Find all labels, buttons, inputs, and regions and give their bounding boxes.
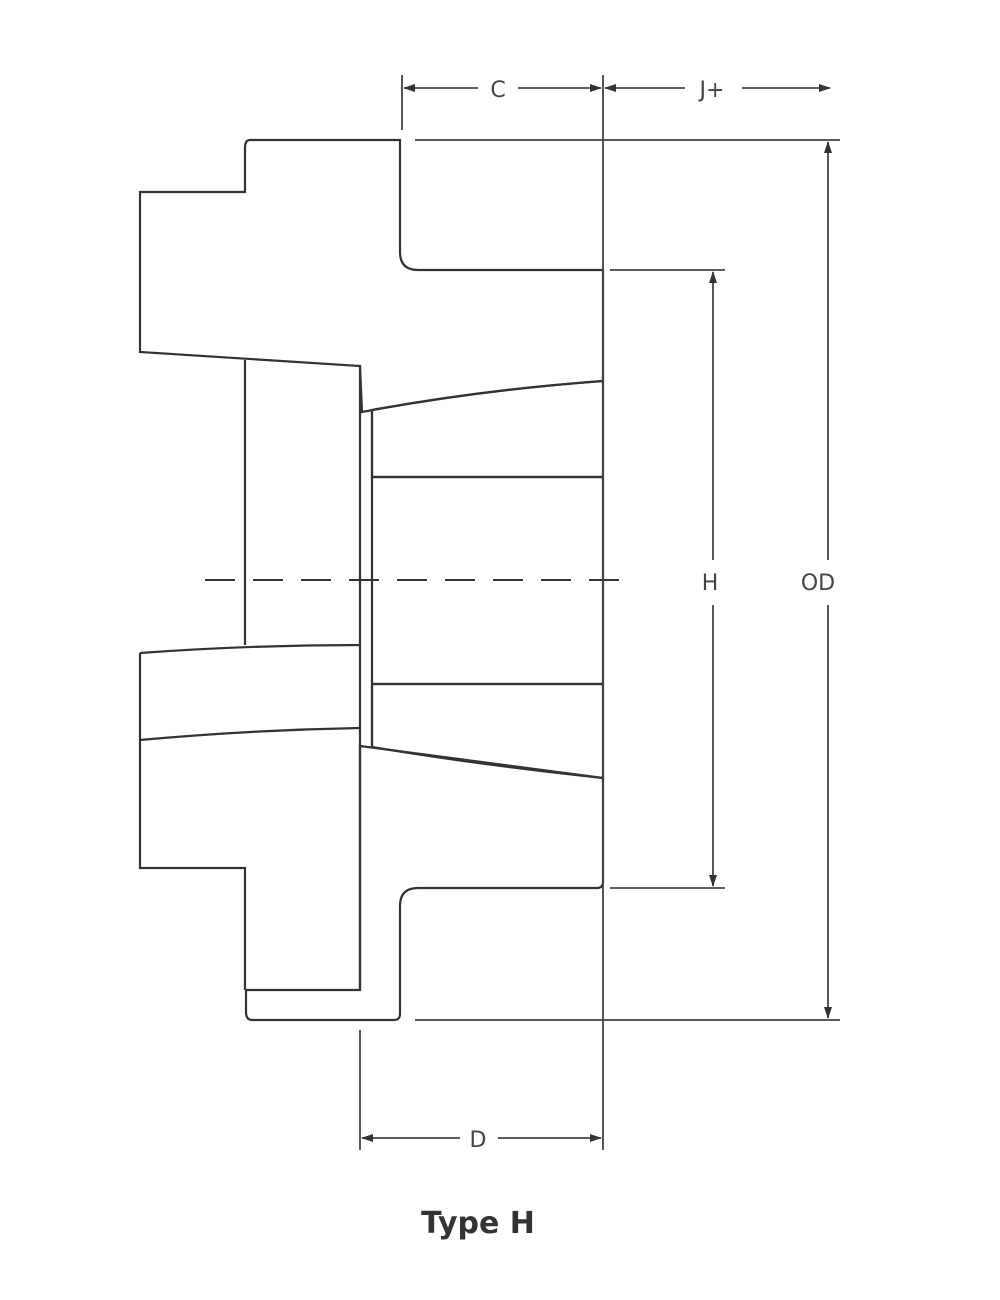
dimension-d: D	[361, 1128, 602, 1153]
dimension-od: OD	[801, 141, 835, 1019]
dimension-label-c: C	[490, 78, 505, 103]
dimension-label-od: OD	[801, 571, 835, 596]
lower-bushing-section	[370, 682, 605, 780]
dimension-h: H	[702, 271, 719, 887]
lower-hub-section	[244, 744, 605, 1022]
dimension-c: C	[403, 78, 602, 103]
dimension-label-h: H	[702, 571, 719, 596]
dimension-label-j: J+	[698, 78, 725, 103]
diagram-title: Type H	[421, 1206, 535, 1241]
dimension-label-d: D	[470, 1128, 487, 1153]
upper-hub-section	[138, 138, 605, 414]
extension-lines	[359, 75, 840, 1150]
dimension-j: J+	[604, 78, 831, 103]
hub-outline-lines	[138, 360, 605, 990]
upper-bushing-section	[370, 379, 605, 479]
